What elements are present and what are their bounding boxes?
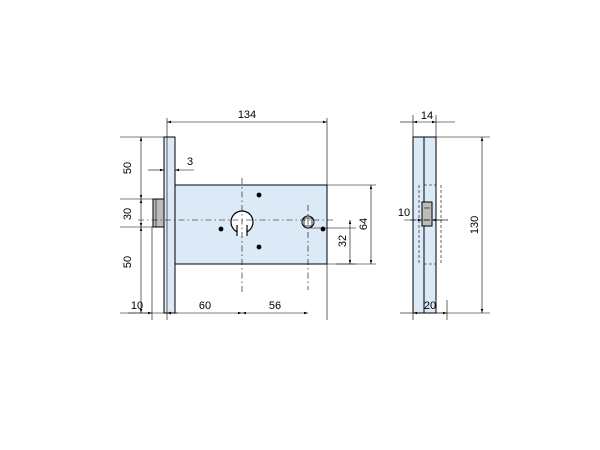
dim-side-height: 130 [469, 216, 481, 234]
dim-top-height: 50 [122, 162, 134, 174]
dim-bottom-height: 50 [122, 256, 134, 268]
faceplate [163, 136, 176, 314]
dim-side-width-bottom: 20 [424, 300, 436, 312]
dim-bolt-projection: 10 [131, 300, 143, 312]
dim-faceplate-offset: 3 [187, 156, 193, 168]
dim-backset: 60 [199, 300, 211, 312]
dim-follower-spacing: 32 [337, 235, 349, 247]
dim-side-slot-width: 10 [398, 207, 410, 219]
side-view: 14 10 130 20 [398, 110, 490, 320]
screw-hole [256, 192, 262, 198]
front-view: 134 3 50 30 50 10 60 56 64 32 [120, 109, 376, 320]
screw-hole [218, 226, 224, 232]
dim-bolt-height: 30 [122, 208, 134, 220]
screw-hole [256, 244, 262, 250]
screw-hole [320, 226, 326, 232]
latch-bolt [152, 198, 165, 228]
side-bolt-slot [421, 201, 433, 227]
dim-body-height: 64 [358, 218, 370, 230]
dim-length-total: 134 [238, 109, 256, 121]
dim-center-distance: 56 [269, 300, 281, 312]
dim-side-width-top: 14 [421, 110, 433, 122]
